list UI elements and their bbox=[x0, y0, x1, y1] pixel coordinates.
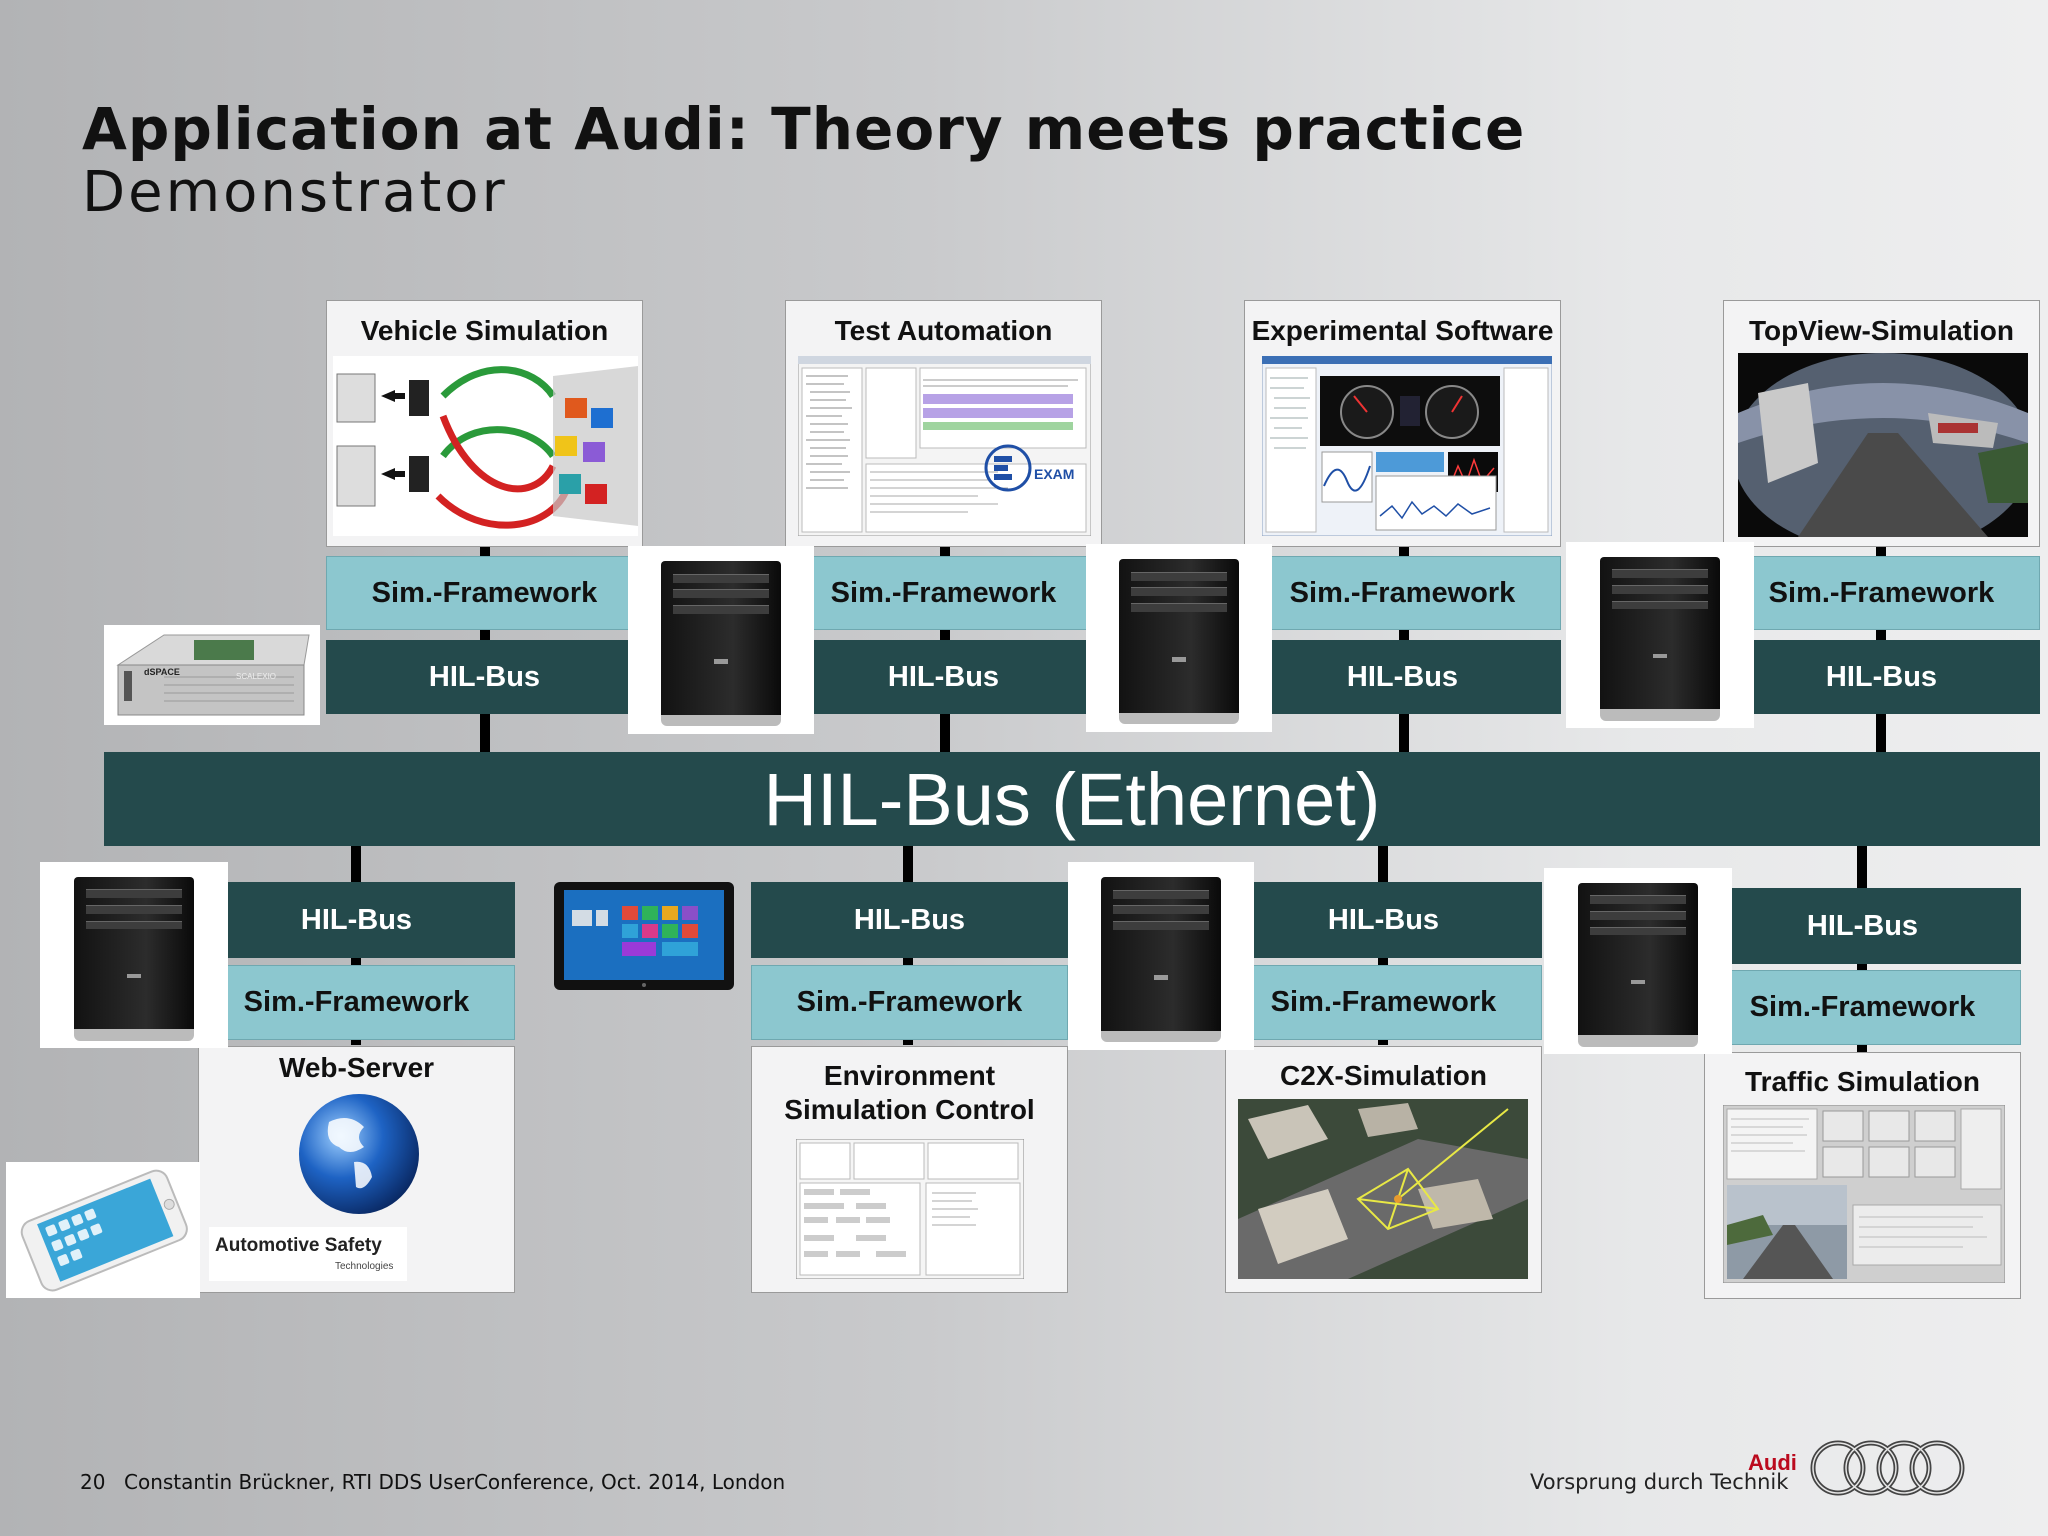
c2x-simulation-card: C2X-Simulation bbox=[1225, 1046, 1542, 1293]
audi-wordmark: Audi bbox=[1748, 1450, 1797, 1475]
sim-framework-tile: Sim.-Framework bbox=[751, 965, 1068, 1040]
hil-bus-tile: HIL-Bus bbox=[1225, 882, 1542, 958]
card-title: Experimental Software bbox=[1251, 315, 1554, 346]
dspace-label: dSPACE bbox=[144, 667, 180, 677]
vehicle-simulation-card: Vehicle Simulation bbox=[326, 300, 643, 547]
traffic-simulation-card: Traffic Simulation bbox=[1704, 1052, 2021, 1299]
scalexio-rack-icon bbox=[116, 634, 310, 716]
logo-text: Automotive Safety bbox=[215, 1235, 382, 1256]
main-ethernet-bus: HIL-Bus (Ethernet) bbox=[104, 752, 2040, 846]
audi-slogan: Vorsprung durch Technik bbox=[1530, 1470, 1789, 1494]
card-title: Traffic Simulation bbox=[1745, 1066, 1980, 1097]
c2x-city-image bbox=[1238, 1099, 1528, 1279]
smartphone-icon bbox=[20, 1169, 188, 1292]
hil-bus-tile: HIL-Bus bbox=[1723, 640, 2040, 714]
experimental-software-card: Experimental Software bbox=[1244, 300, 1561, 547]
hil-bus-tile: HIL-Bus bbox=[198, 882, 515, 958]
pc-tower-icon bbox=[1566, 542, 1754, 728]
logo-subtext: Technologies bbox=[335, 1261, 394, 1272]
hil-bus-tile: HIL-Bus bbox=[751, 882, 1068, 958]
pc-tower-icon bbox=[628, 546, 814, 734]
experimental-software-screenshot bbox=[1262, 356, 1552, 536]
card-title: Web-Server bbox=[278, 1052, 435, 1083]
hil-bus-tile: HIL-Bus bbox=[1244, 640, 1561, 714]
environment-simulation-card: Environment Simulation Control bbox=[751, 1046, 1068, 1293]
environment-control-screenshot bbox=[796, 1139, 1024, 1279]
sim-framework-tile: Sim.-Framework bbox=[1225, 965, 1542, 1040]
hil-bus-tile: HIL-Bus bbox=[1704, 888, 2021, 964]
exam-logo-text: EXAM bbox=[1034, 466, 1075, 482]
hil-bus-tile: HIL-Bus bbox=[326, 640, 643, 714]
pc-tower-icon bbox=[1544, 868, 1732, 1054]
automotive-safety-logo: Automotive Safety Technologies bbox=[209, 1227, 407, 1281]
tablet-icon bbox=[554, 882, 734, 990]
test-automation-screenshot bbox=[798, 356, 1091, 536]
vehicle-simulation-diagram bbox=[333, 356, 638, 536]
card-title: C2X-Simulation bbox=[1280, 1060, 1487, 1091]
audi-rings-logo bbox=[1810, 1440, 1965, 1496]
test-automation-card: Test Automation EXAM bbox=[785, 300, 1102, 547]
smartphone-image bbox=[6, 1162, 200, 1298]
card-title: Vehicle Simulation bbox=[360, 315, 609, 346]
sim-framework-tile: Sim.-Framework bbox=[198, 965, 515, 1040]
card-title: Test Automation bbox=[834, 315, 1053, 346]
topview-simulation-card: TopView-Simulation bbox=[1723, 300, 2040, 547]
scalexio-hardware-image: dSPACE SCALEXIO bbox=[104, 625, 320, 725]
topview-camera-image bbox=[1738, 353, 2028, 537]
page-title: Application at Audi: Theory meets practi… bbox=[82, 95, 1526, 163]
scalexio-label: SCALEXIO bbox=[236, 672, 277, 681]
globe-icon bbox=[299, 1094, 419, 1214]
card-title: TopView-Simulation bbox=[1749, 315, 2014, 346]
traffic-simulation-screenshot bbox=[1723, 1105, 2005, 1283]
pc-tower-icon bbox=[1086, 544, 1272, 732]
page-subtitle: Demonstrator bbox=[82, 160, 508, 225]
hil-bus-tile: HIL-Bus bbox=[785, 640, 1102, 714]
sim-framework-tile: Sim.-Framework bbox=[1704, 970, 2021, 1045]
pc-tower-icon bbox=[1068, 862, 1254, 1050]
page-number: 20 bbox=[80, 1470, 106, 1494]
sim-framework-tile: Sim.-Framework bbox=[1244, 556, 1561, 630]
sim-framework-tile: Sim.-Framework bbox=[1723, 556, 2040, 630]
sim-framework-tile: Sim.-Framework bbox=[785, 556, 1102, 630]
card-title: Environment Simulation Control bbox=[784, 1060, 1035, 1125]
pc-tower-icon bbox=[40, 862, 228, 1048]
footer-citation: Constantin Brückner, RTI DDS UserConfere… bbox=[124, 1470, 786, 1494]
sim-framework-tile: Sim.-Framework bbox=[326, 556, 643, 630]
web-server-card: Web-Server Automotive Safety Technologie… bbox=[198, 1046, 515, 1293]
